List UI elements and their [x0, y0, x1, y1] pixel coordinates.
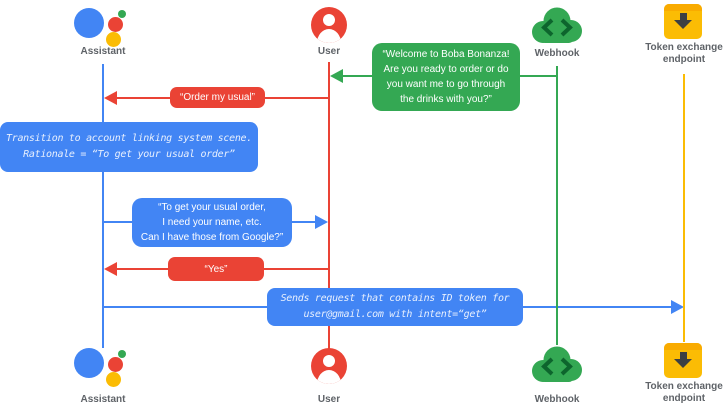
- assistant-label: Assistant: [80, 46, 126, 57]
- token-exchange-endpoint-icon-bottom: [664, 343, 702, 378]
- webhook-lifeline: [556, 66, 558, 345]
- yes-bubble: “Yes”: [168, 257, 264, 281]
- transition-note: Transition to account linking system sce…: [0, 122, 258, 172]
- google-assistant-icon: [74, 6, 128, 50]
- arrowhead-right-icon: [315, 215, 328, 229]
- user-label-bottom: User: [317, 394, 341, 405]
- arrowhead-right-icon: [671, 300, 684, 314]
- token-endpoint-lifeline: [683, 74, 685, 342]
- webhook-label-bottom: Webhook: [534, 394, 580, 405]
- google-assistant-icon-bottom: [74, 346, 128, 390]
- webhook-cloud-icon-bottom: [527, 344, 587, 386]
- user-lifeline: [328, 62, 330, 349]
- ask-info-bubble: “To get your usual order, I need your na…: [132, 198, 292, 247]
- token-exchange-endpoint-icon: [664, 4, 702, 39]
- welcome-message-bubble: “Welcome to Boba Bonanza! Are you ready …: [372, 43, 520, 111]
- order-usual-bubble: “Order my usual”: [170, 87, 265, 108]
- arrowhead-left-icon: [104, 91, 117, 105]
- arrowhead-left-icon: [104, 262, 117, 276]
- assistant-label-bottom: Assistant: [80, 394, 126, 405]
- user-avatar-icon: [311, 7, 347, 43]
- webhook-cloud-icon: [527, 5, 587, 47]
- token-endpoint-label: Token exchange endpoint: [645, 42, 723, 65]
- assistant-lifeline: [102, 64, 104, 348]
- user-avatar-icon-bottom: [311, 348, 347, 384]
- user-label: User: [317, 46, 341, 57]
- token-endpoint-label-bottom: Token exchange endpoint: [645, 381, 723, 404]
- webhook-label: Webhook: [534, 48, 580, 59]
- send-request-note: Sends request that contains ID token for…: [267, 288, 523, 326]
- arrowhead-left-icon: [330, 69, 343, 83]
